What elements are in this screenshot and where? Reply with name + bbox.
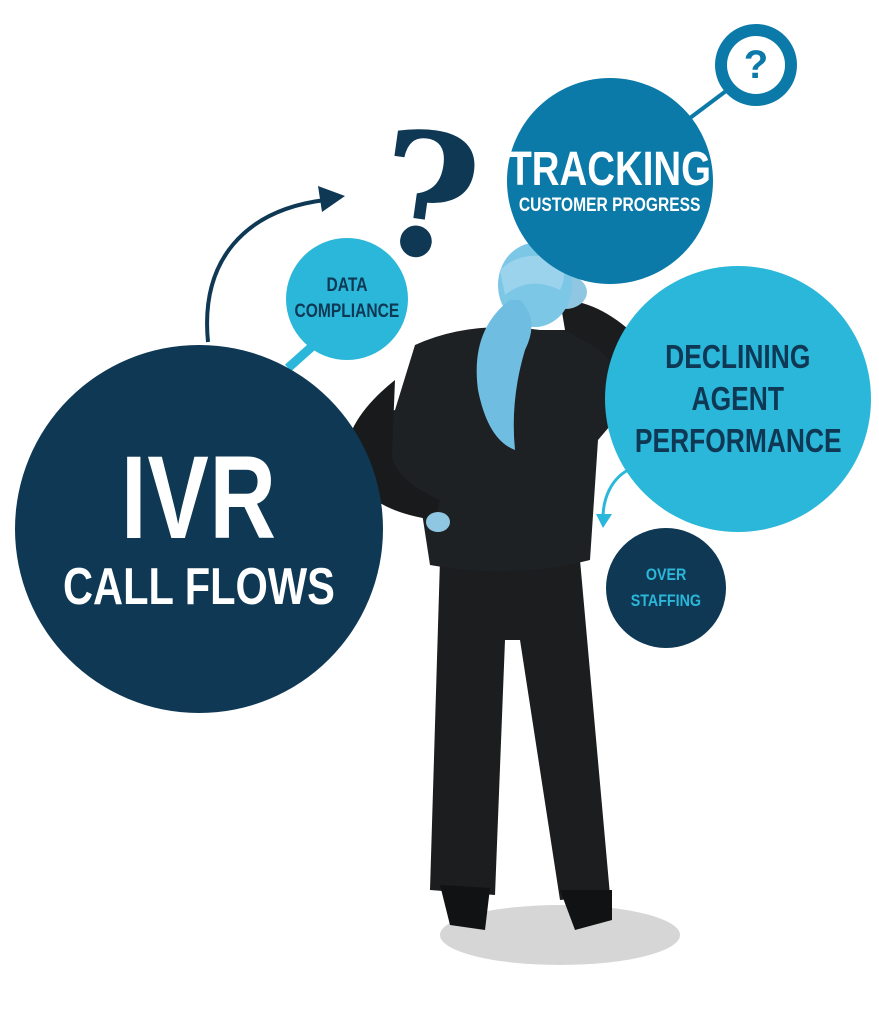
tracking-subtitle: CUSTOMER PROGRESS (519, 195, 701, 216)
ground-shadow (440, 905, 680, 965)
tracking-bubble: TRACKING CUSTOMER PROGRESS (507, 78, 713, 284)
arrow-head-small-icon (596, 514, 612, 528)
over-staffing-line1: OVER (645, 565, 687, 584)
declining-line2: AGENT (691, 380, 785, 417)
declining-line1: DECLINING (665, 338, 811, 375)
question-mark-icon: ? (727, 36, 785, 94)
ivr-call-flows-bubble: IVR CALL FLOWS (15, 345, 383, 713)
ivr-subtitle: CALL FLOWS (63, 558, 335, 616)
question-bubble: ? (715, 24, 797, 106)
tracking-to-question-connector (688, 86, 732, 120)
ivr-title: IVR (121, 432, 277, 564)
businesswoman-figure (345, 243, 661, 930)
over-staffing-line2: STAFFING (630, 591, 702, 610)
curved-arrow-icon (205, 198, 326, 343)
arrow-head-icon (318, 186, 345, 212)
over-staffing-bubble: OVER STAFFING (606, 528, 726, 648)
declining-performance-bubble: DECLINING AGENT PERFORMANCE (605, 266, 871, 532)
tracking-title: TRACKING (508, 143, 712, 196)
declining-line3: PERFORMANCE (634, 422, 842, 459)
data-compliance-bubble: DATA COMPLIANCE (286, 238, 408, 360)
data-compliance-line1: DATA (326, 275, 368, 296)
curved-arrow-small-icon (601, 468, 629, 519)
data-compliance-line2: COMPLIANCE (294, 301, 400, 322)
